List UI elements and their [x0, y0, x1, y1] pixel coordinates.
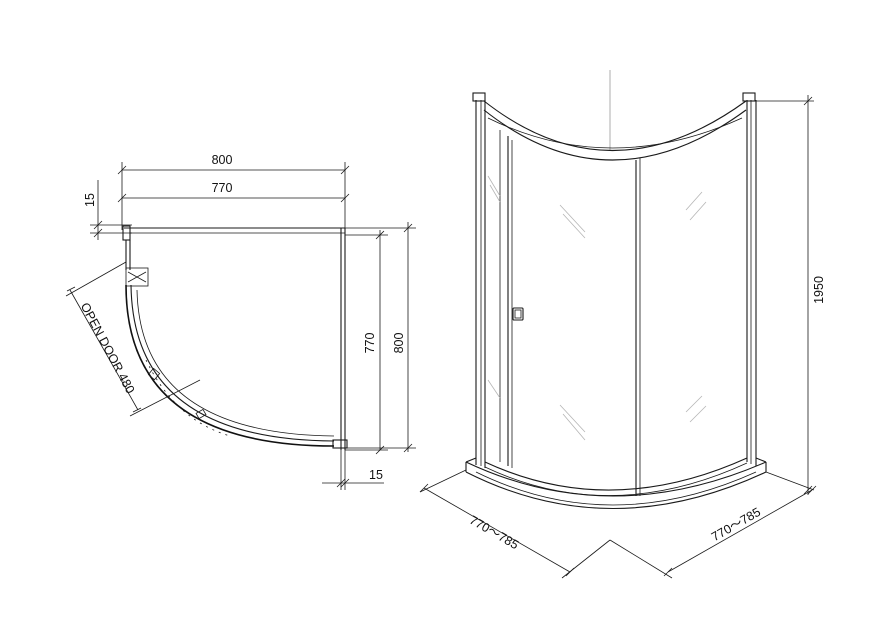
- dim-depth-inner: 770: [345, 230, 388, 455]
- dim-depth-outer-label: 800: [392, 333, 406, 354]
- dim-depth-inner-label: 770: [363, 333, 377, 354]
- left-wall-profile: [122, 225, 149, 287]
- glass-glare: [487, 175, 707, 441]
- dim-frame-top-label: 15: [83, 193, 97, 207]
- shower-tray: [465, 457, 767, 510]
- top-rail: [483, 100, 747, 161]
- dim-depth-outer: 800: [345, 222, 416, 453]
- fixed-left-panel: [499, 130, 513, 468]
- dim-height: 1950: [756, 95, 826, 495]
- dim-frame-top: 15: [83, 180, 132, 240]
- dim-width-outer-label: 800: [212, 153, 233, 167]
- dim-height-label: 1950: [812, 276, 826, 304]
- dim-width-inner-label: 770: [212, 181, 233, 195]
- dim-frame-bottom-label: 15: [369, 468, 383, 482]
- dim-base-left: 770～785: [419, 469, 611, 579]
- plan-view: 800 770 15: [65, 153, 416, 490]
- dim-base-right-label: 770～785: [709, 505, 763, 544]
- left-post: [472, 92, 486, 468]
- bottom-rail: [484, 457, 748, 496]
- dim-width-outer: 800: [117, 153, 350, 230]
- door-panel: [635, 158, 641, 496]
- dim-width-inner: 770: [117, 181, 350, 203]
- curved-panels: [125, 284, 335, 447]
- dim-base-right: 770～785: [609, 485, 817, 579]
- right-post: [742, 92, 757, 466]
- right-wall-profile: [332, 228, 348, 450]
- perspective-view: 1950 770～785 770～785: [419, 70, 826, 579]
- dim-frame-bottom: 15: [322, 450, 384, 490]
- dim-base-left-label: 770～785: [467, 513, 521, 552]
- door-handle-icon: [512, 307, 524, 321]
